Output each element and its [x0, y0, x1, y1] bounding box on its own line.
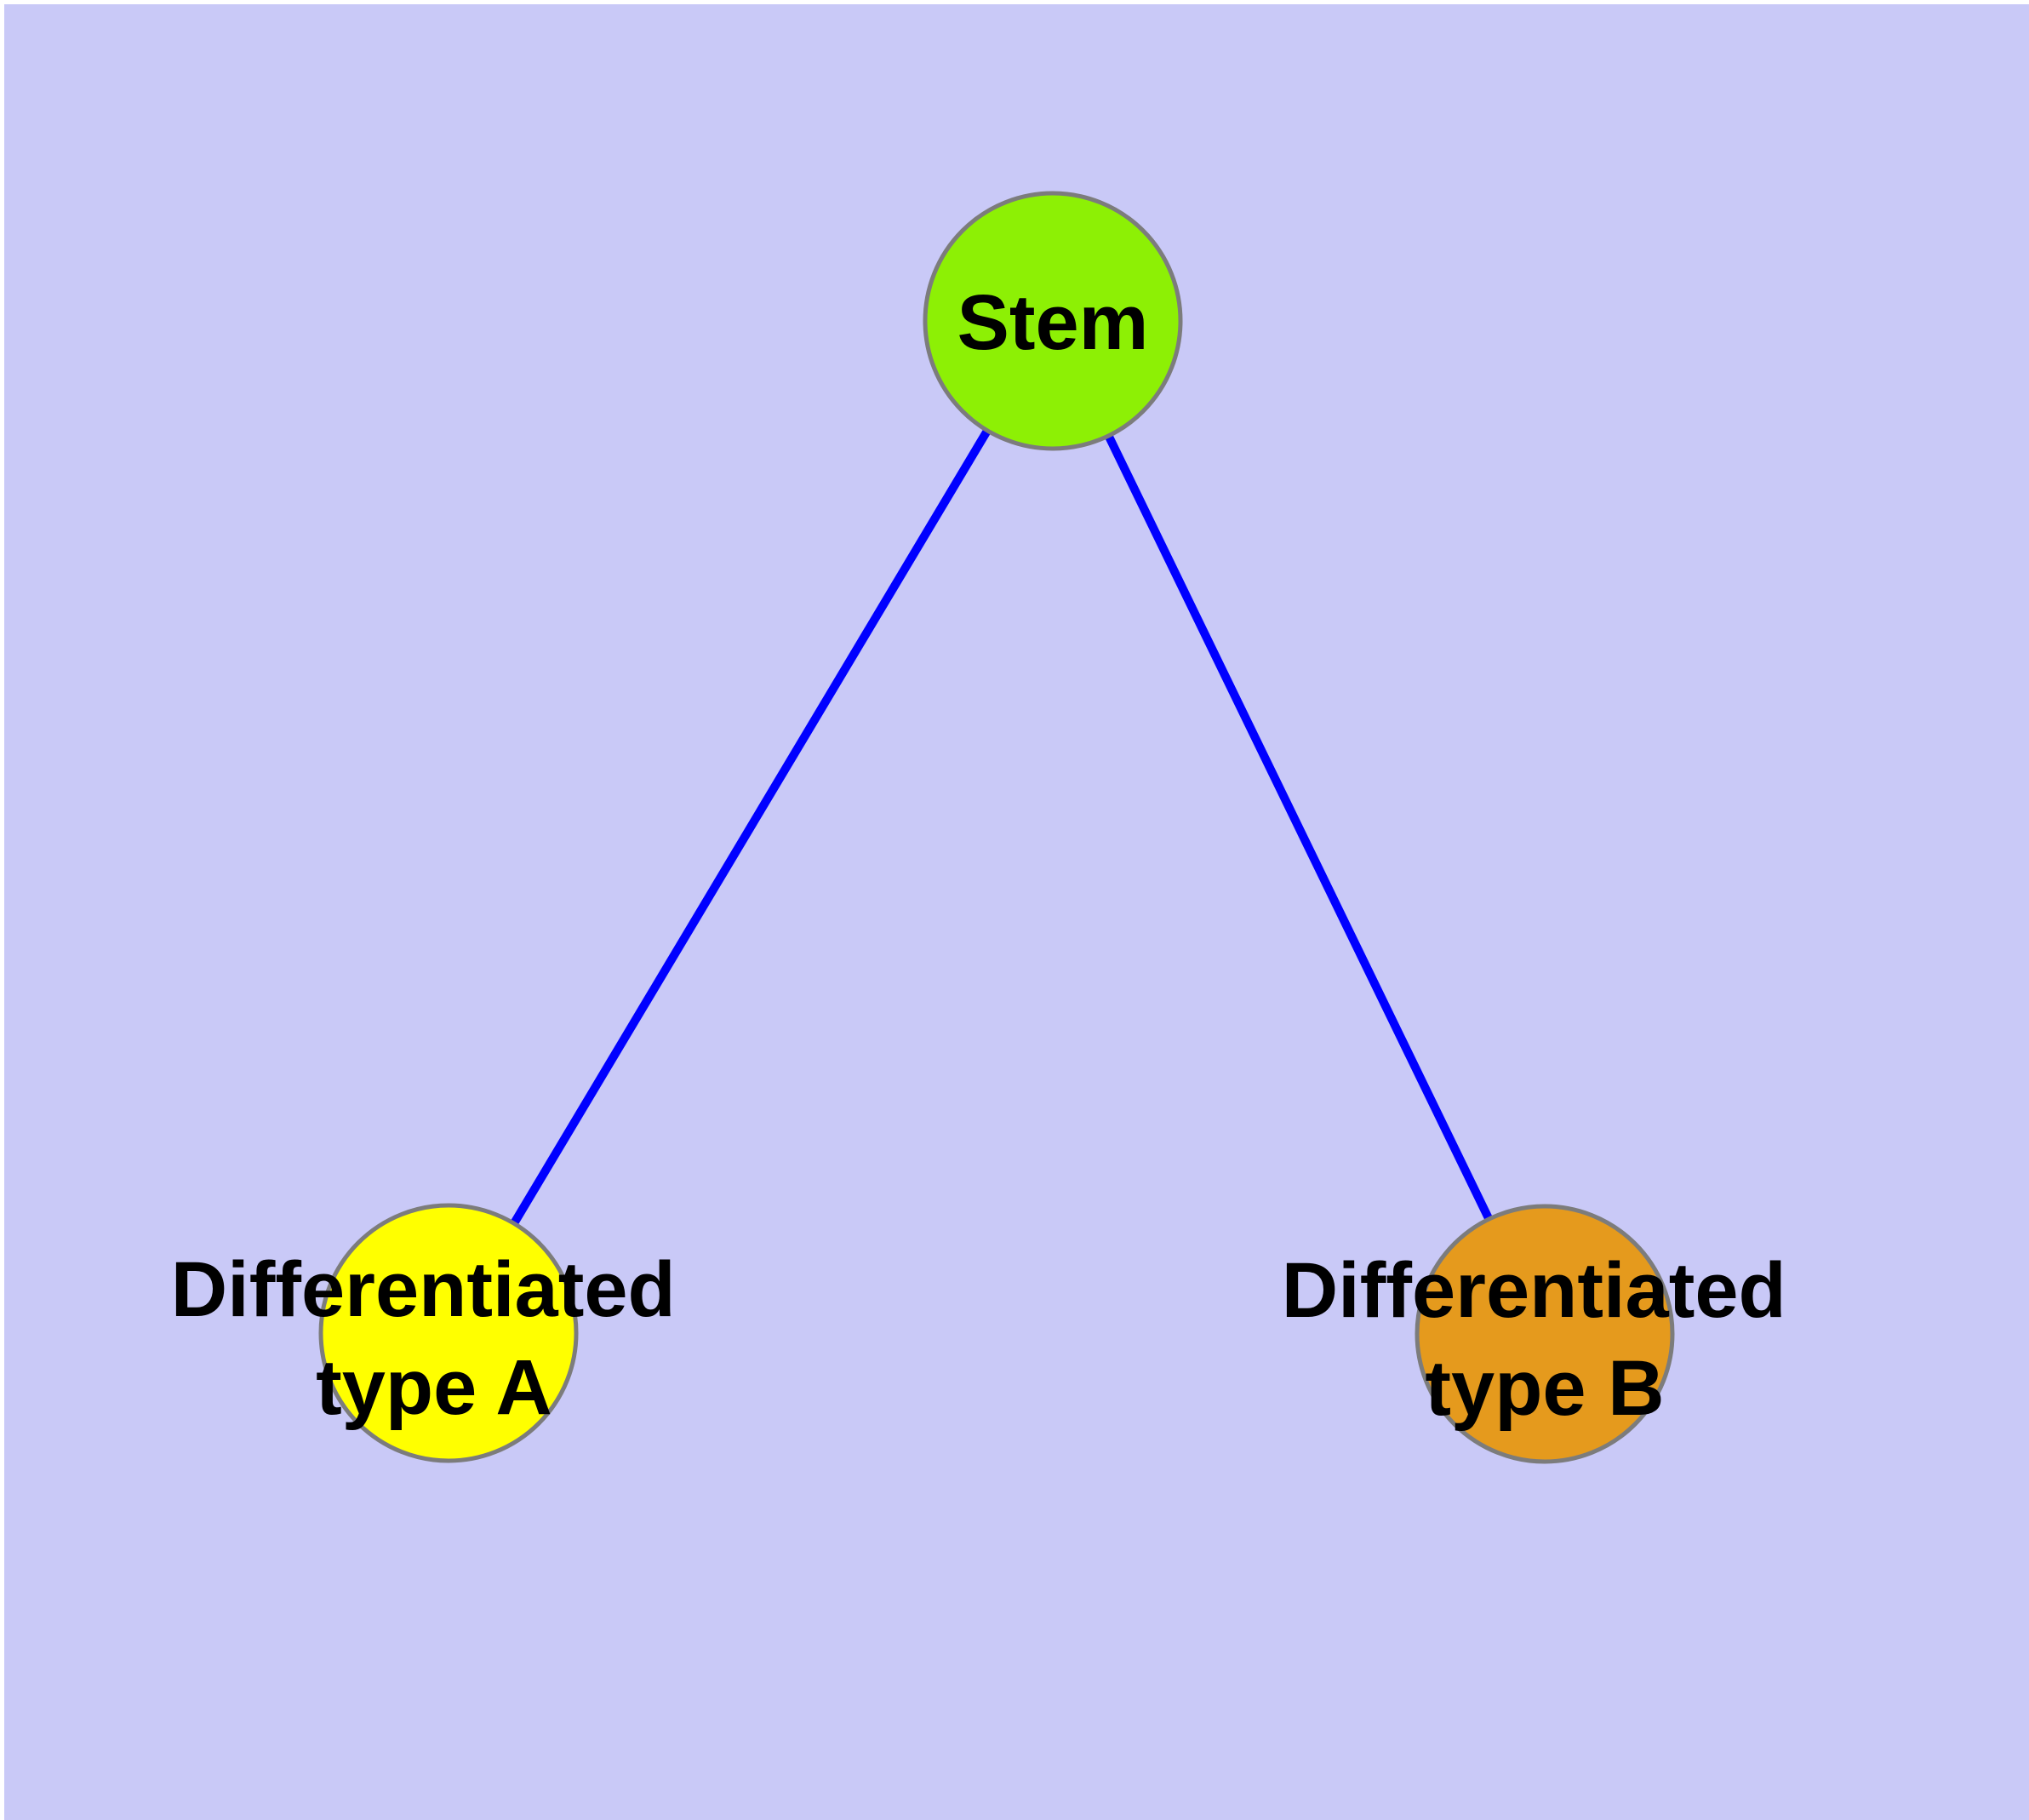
node-type-a-label-line1: Differentiated [171, 1246, 676, 1333]
node-type-a-label-line2: type A [316, 1344, 552, 1431]
node-differentiated-type-b: Differentiated type B [1282, 1204, 1809, 1464]
edge-stem-to-type-b [1049, 318, 1549, 1336]
node-differentiated-type-a: Differentiated type A [171, 1203, 698, 1463]
node-stem: Stem [923, 191, 1183, 451]
node-type-b-label-line1: Differentiated [1282, 1247, 1786, 1334]
node-type-a-circle [318, 1203, 579, 1463]
node-type-a-label: Differentiated type A [171, 1246, 698, 1431]
node-type-b-label-line2: type B [1425, 1345, 1664, 1432]
node-stem-circle [923, 191, 1183, 451]
node-type-b-circle [1415, 1204, 1675, 1464]
node-stem-label: Stem [957, 279, 1149, 366]
node-type-b-label: Differentiated type B [1282, 1247, 1809, 1432]
edge-stem-to-type-a [444, 318, 1057, 1336]
